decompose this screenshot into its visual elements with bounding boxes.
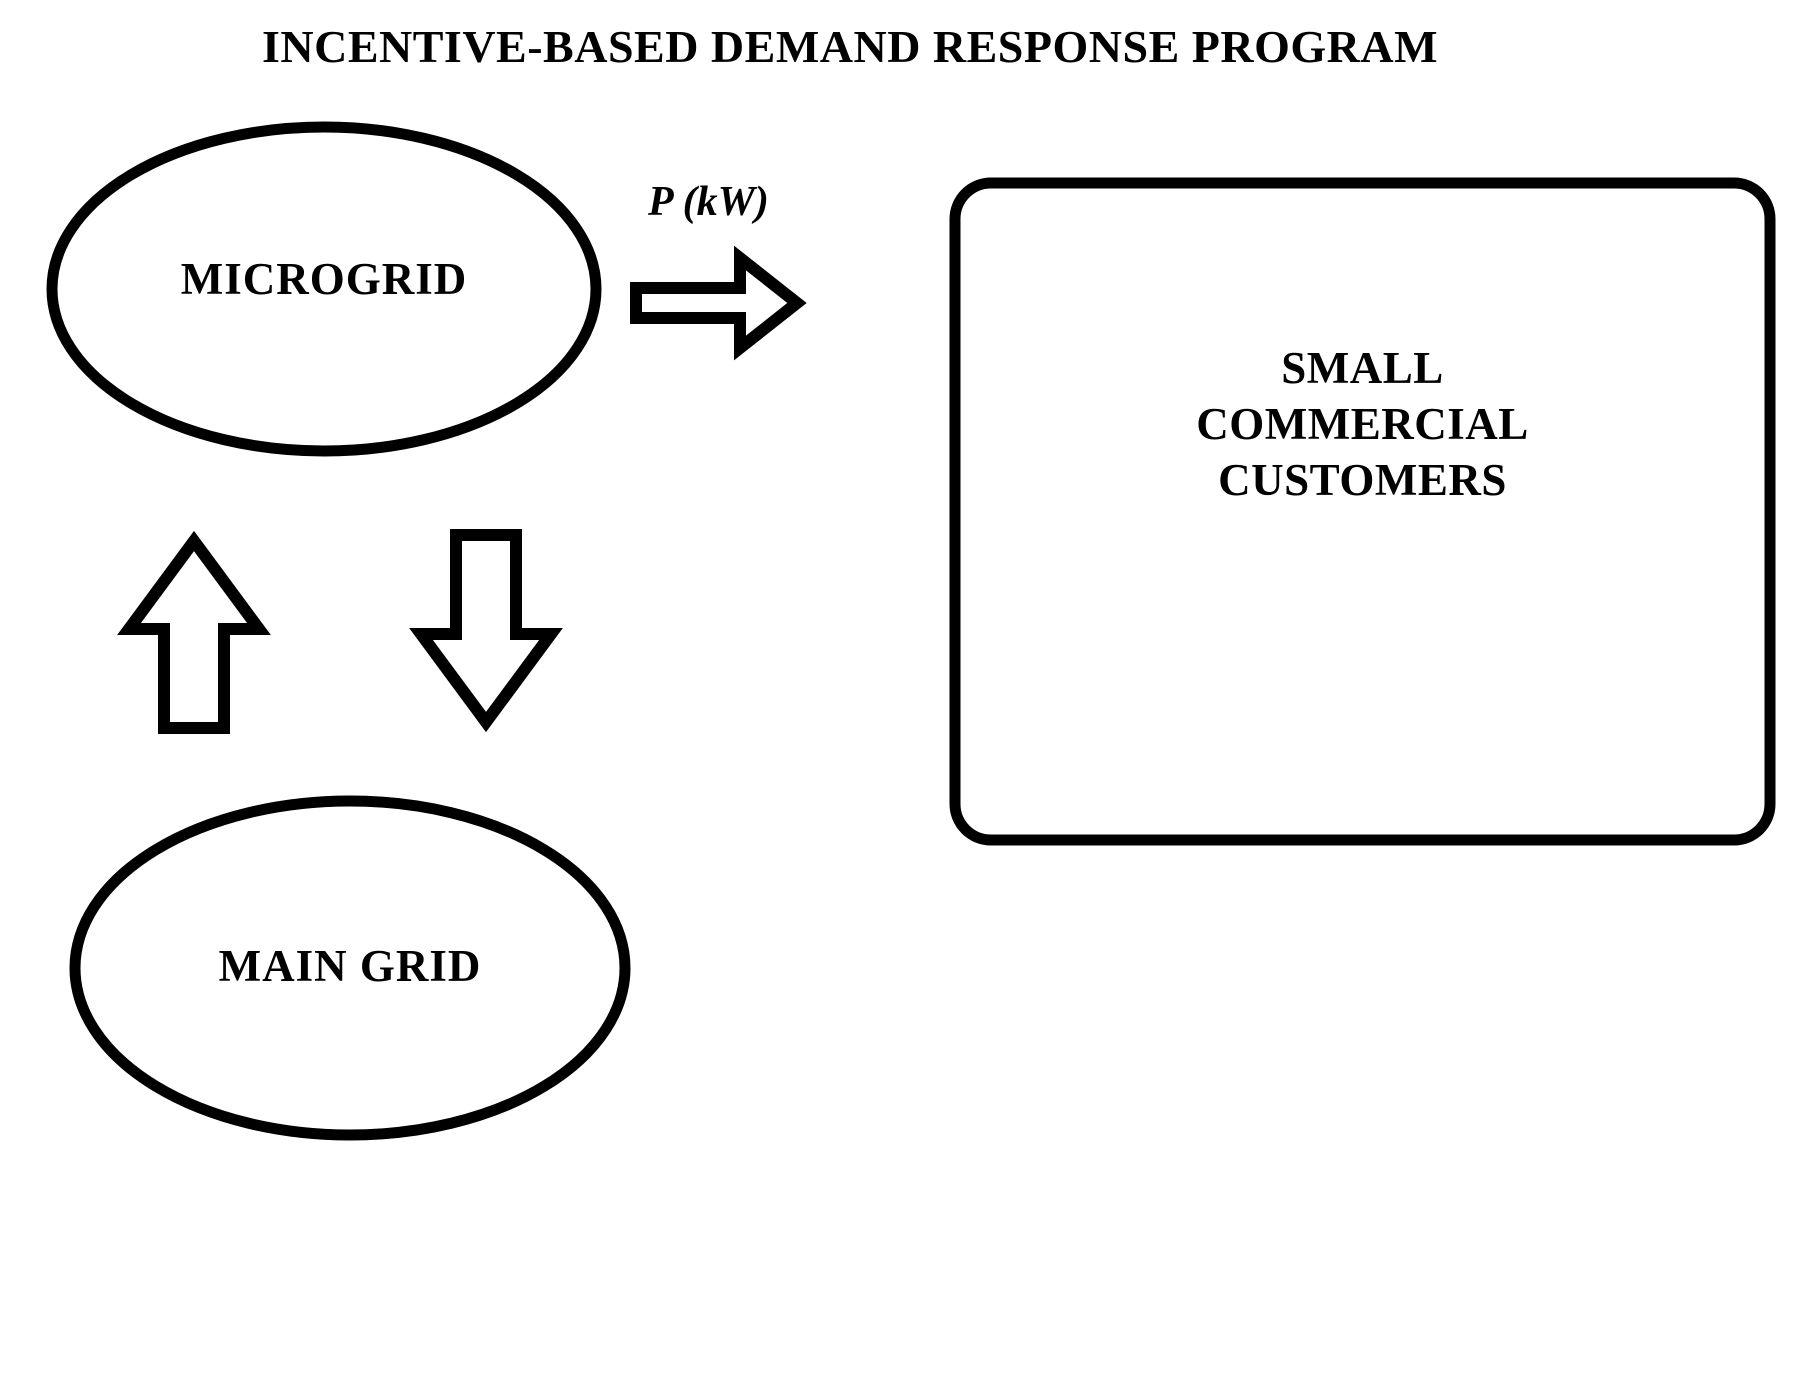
customers-label-line-2: COMMERCIAL	[1196, 399, 1529, 449]
small-commercial-customers-box[interactable]	[949, 177, 1776, 846]
small-commercial-customers-node-label: SMALL COMMERCIAL CUSTOMERS	[950, 340, 1775, 508]
export-flow-arrow-down-icon	[409, 529, 563, 733]
main-grid-node-label: MAIN GRID	[218, 941, 482, 991]
page-title: INCENTIVE-BASED DEMAND RESPONSE PROGRAM	[262, 21, 1438, 72]
microgrid-ellipse[interactable]	[46, 121, 602, 457]
microgrid-node-label: MICROGRID	[180, 254, 468, 304]
import-flow-arrow-up-icon	[117, 530, 271, 734]
power-flow-arrow-right-icon	[630, 245, 807, 361]
customers-label-line-1: SMALL	[1281, 343, 1444, 393]
customers-label-line-3: CUSTOMERS	[1218, 455, 1507, 505]
main-grid-ellipse[interactable]	[69, 795, 631, 1141]
power-flow-label: P (kW)	[648, 179, 769, 225]
